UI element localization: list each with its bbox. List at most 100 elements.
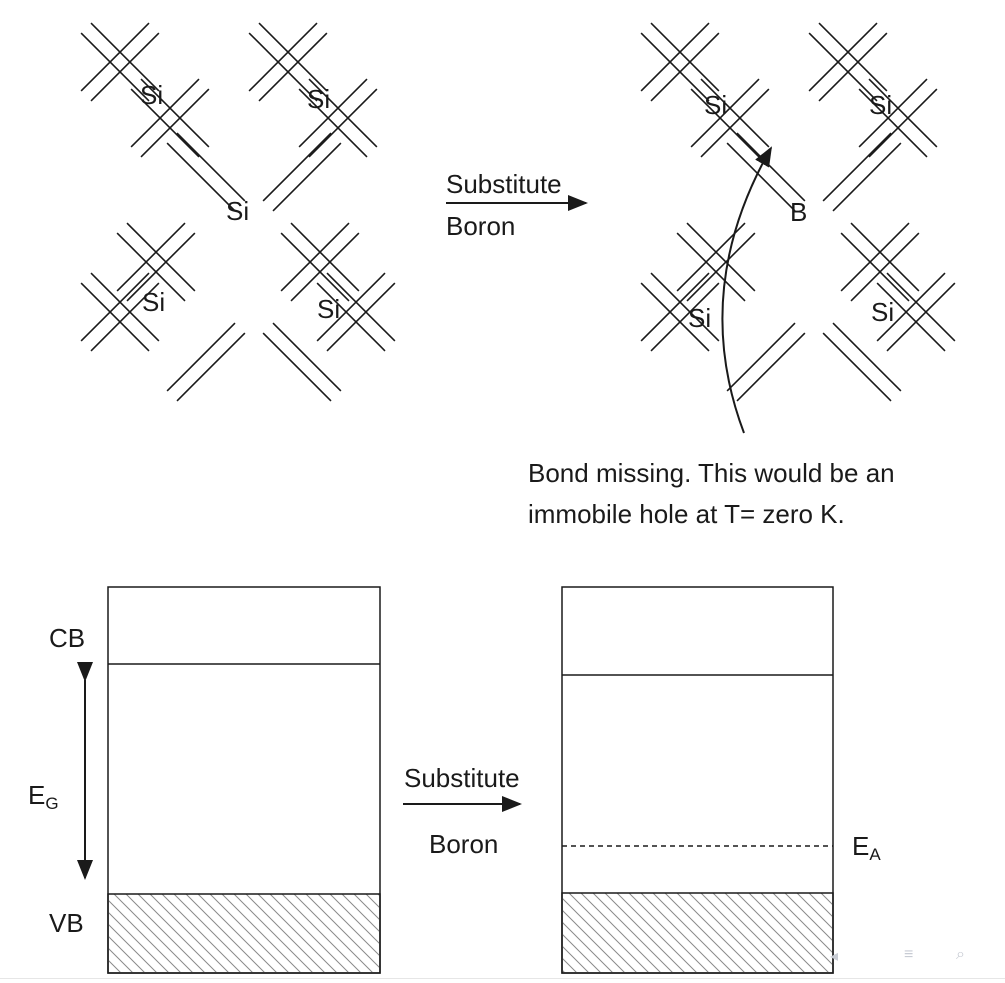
- covalent-bond-line: [272, 142, 342, 212]
- covalent-bond-line: [316, 272, 386, 342]
- covalent-bond-line: [868, 78, 938, 148]
- covalent-bond-line: [248, 32, 318, 102]
- covalent-bond-line: [126, 232, 196, 302]
- conduction-band-label: CB: [49, 623, 86, 653]
- covalent-bond-line: [736, 132, 806, 202]
- band-gap-label-main: E: [28, 780, 46, 810]
- covalent-bond-line: [80, 282, 150, 352]
- atom-si-bottom-right-right-lattice: Si: [871, 297, 895, 327]
- covalent-bond-line: [868, 88, 938, 158]
- covalent-bond-line: [176, 332, 246, 402]
- covalent-bond-line: [166, 322, 236, 392]
- atom-si-center: Si: [226, 196, 250, 226]
- covalent-bond-line: [840, 232, 910, 302]
- covalent-bond-line: [876, 272, 946, 342]
- covalent-bond-line: [316, 282, 386, 352]
- covalent-bond-line: [262, 332, 332, 402]
- covalent-bond-line: [326, 282, 396, 352]
- covalent-bond-line: [176, 132, 246, 202]
- top-arrow-label-boron: Boron: [446, 211, 516, 241]
- covalent-bond-line: [858, 78, 928, 148]
- covalent-bond-line: [116, 222, 186, 292]
- covalent-bond-line: [650, 282, 720, 352]
- covalent-bond-line: [858, 88, 928, 158]
- covalent-bond-line: [290, 232, 360, 302]
- covalent-bond-line: [886, 272, 956, 342]
- hole-arrow: [721, 146, 772, 434]
- covalent-bond-line: [850, 222, 920, 292]
- acceptor-level-label-main: E: [852, 831, 870, 861]
- covalent-bond-line: [280, 232, 350, 302]
- covalent-bond-line: [640, 272, 710, 342]
- covalent-bond-line: [686, 222, 756, 292]
- atom-si-top-left-right-lattice: Si: [704, 90, 728, 120]
- covalent-bond-line: [248, 22, 318, 92]
- covalent-bond-line: [80, 22, 150, 92]
- band-gap-label-sub: G: [45, 794, 59, 813]
- covalent-bond-line: [298, 88, 368, 158]
- covalent-bond-line: [650, 32, 720, 102]
- atom-si-bottom-right: Si: [317, 294, 341, 324]
- top-arrow-label-substitute: Substitute: [446, 169, 562, 199]
- valence-band-fill-left: [107, 893, 381, 974]
- covalent-bond-line: [832, 322, 902, 392]
- covalent-bond-line: [840, 222, 910, 292]
- slide-nav-bar: ◂ ≡ ⌕: [830, 946, 1005, 970]
- covalent-bond-line: [126, 222, 196, 292]
- covalent-bond-line: [818, 22, 888, 92]
- valence-band-label: VB: [49, 908, 84, 938]
- covalent-bond-line: [726, 322, 796, 392]
- covalent-bond-line: [130, 88, 200, 158]
- covalent-bond-line: [90, 22, 160, 92]
- covalent-bond-line: [822, 132, 892, 202]
- atom-si-top-right-right-lattice: Si: [869, 90, 893, 120]
- covalent-bond-line: [166, 142, 236, 212]
- covalent-bond-line: [116, 232, 186, 302]
- covalent-bond-line: [272, 322, 342, 392]
- missing-bond-note-line2: immobile hole at T= zero K.: [528, 499, 845, 529]
- covalent-bond-line: [822, 332, 892, 402]
- atom-boron-center: B: [790, 197, 808, 227]
- covalent-bond-line: [640, 282, 710, 352]
- covalent-bond-line: [886, 282, 956, 352]
- covalent-bond-line: [640, 32, 710, 102]
- band-gap-label: EG: [28, 782, 59, 812]
- covalent-bond-line: [700, 78, 770, 148]
- covalent-bond-line: [140, 88, 210, 158]
- covalent-bond-line: [308, 88, 378, 158]
- valence-band-fill-right: [561, 892, 834, 974]
- atom-si-top-right: Si: [307, 84, 331, 114]
- covalent-bond-line: [140, 78, 210, 148]
- covalent-bond-line: [650, 272, 720, 342]
- covalent-bond-line: [690, 88, 760, 158]
- covalent-bond-line: [640, 22, 710, 92]
- boron-doped-lattice-bonds: [640, 22, 956, 402]
- covalent-bond-line: [690, 78, 760, 148]
- covalent-bond-line: [90, 282, 160, 352]
- covalent-bond-line: [290, 222, 360, 292]
- covalent-bond-line: [326, 272, 396, 342]
- atom-si-bottom-left-right-lattice: Si: [688, 303, 712, 333]
- align-icon[interactable]: ≡: [904, 946, 914, 963]
- covalent-bond-line: [90, 272, 160, 342]
- covalent-bond-line: [90, 32, 160, 102]
- covalent-bond-line: [700, 88, 770, 158]
- search-icon[interactable]: ⌕: [956, 946, 965, 963]
- covalent-bond-line: [280, 222, 350, 292]
- covalent-bond-line: [676, 232, 746, 302]
- covalent-bond-line: [130, 78, 200, 148]
- covalent-bond-line: [726, 142, 796, 212]
- covalent-bond-line: [736, 332, 806, 402]
- covalent-bond-line: [308, 78, 378, 148]
- acceptor-level-label: EA: [852, 833, 881, 863]
- covalent-bond-line: [258, 32, 328, 102]
- covalent-bond-line: [808, 32, 878, 102]
- covalent-bond-line: [686, 232, 756, 302]
- covalent-bond-line: [850, 232, 920, 302]
- bottom-arrow-label-substitute: Substitute: [404, 763, 520, 793]
- covalent-bond-line: [258, 22, 328, 92]
- arrow-left-icon[interactable]: ◂: [830, 948, 839, 965]
- covalent-bond-line: [80, 272, 150, 342]
- covalent-bond-line: [298, 78, 368, 148]
